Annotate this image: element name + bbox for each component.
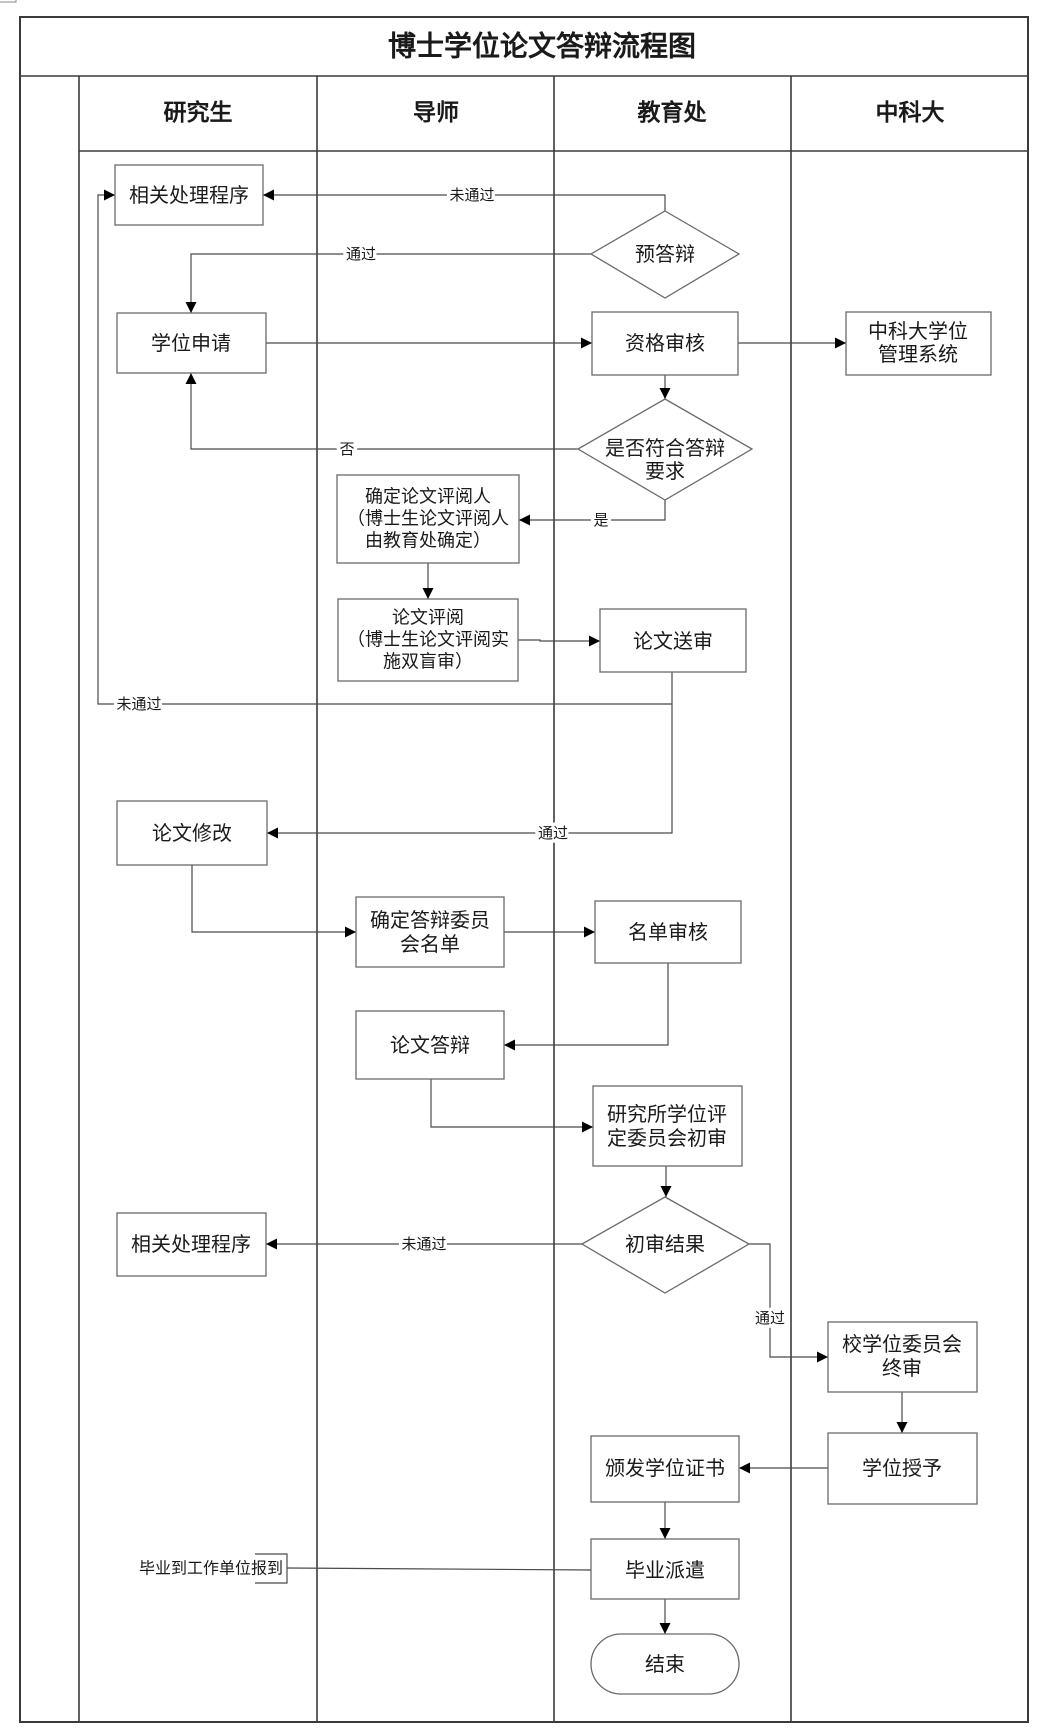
decision-preliminary-result <box>580 1196 751 1294</box>
edge-label-result-failed: 未通过 <box>401 1235 446 1253</box>
node-related-process-top <box>114 164 264 226</box>
corner-artifact <box>0 0 17 3</box>
annotation-bracket <box>255 1553 288 1584</box>
node-university-final-review <box>827 1321 978 1393</box>
node-text-degree-application: 学位申请 <box>151 331 231 355</box>
node-text-ucas-degree-system-line1: 中科大学位 <box>868 319 968 343</box>
edge-meets-requirements-no <box>185 373 578 450</box>
edge-list-review-to-thesis-defense <box>504 963 669 1051</box>
node-text-related-process-bottom: 相关处理程序 <box>131 1232 251 1256</box>
node-list-review <box>594 900 742 964</box>
node-text-degree-conferral: 学位授予 <box>862 1456 942 1480</box>
decision-text-pre-defense: 预答辩 <box>635 242 695 266</box>
edge-meets-requirements-yes <box>519 500 666 526</box>
lane-header-student: 研究生 <box>164 99 233 126</box>
edge-label-submission-failed: 未通过 <box>116 695 161 713</box>
node-committee-list <box>355 896 505 968</box>
node-text-ucas-degree-system-line2: 管理系统 <box>878 342 958 366</box>
node-institute-preliminary-review <box>592 1085 743 1167</box>
node-qualification-review <box>591 311 739 376</box>
edge-thesis-defense-to-institute-review <box>430 1079 593 1133</box>
node-thesis-revision <box>116 800 268 866</box>
node-text-list-review: 名单审核 <box>628 920 708 944</box>
node-text-graduation-dispatch: 毕业派遣 <box>625 1558 705 1582</box>
annotation-connector <box>286 1567 592 1571</box>
edge-pre-defense-to-related-process-top <box>263 189 666 211</box>
lane-header-education-office: 教育处 <box>638 99 707 126</box>
decision-text-preliminary-result: 初审结果 <box>625 1232 705 1256</box>
decision-pre-defense <box>589 210 741 299</box>
diagram-title: 博士学位论文答辩流程图 <box>388 30 696 63</box>
node-text-thesis-review-line3: 施双盲审） <box>383 652 473 673</box>
node-text-assign-reviewers-line1: 确定论文评阅人 <box>365 487 491 508</box>
lane-header-advisor: 导师 <box>413 100 459 126</box>
terminator-text-end: 结束 <box>645 1652 685 1676</box>
edge-revision-to-committee-list <box>191 865 356 938</box>
node-issue-certificate <box>590 1435 740 1503</box>
node-text-thesis-submission: 论文送审 <box>633 629 713 653</box>
node-assign-reviewers <box>336 474 520 564</box>
outer-frame <box>19 16 1029 1723</box>
annotation-text: 毕业到工作单位报到 <box>139 1559 283 1578</box>
node-related-process-bottom <box>116 1212 267 1277</box>
node-text-assign-reviewers-line3: 由教育处确定） <box>365 531 491 552</box>
node-degree-application <box>116 312 267 374</box>
edge-label-result-passed: 通过 <box>755 1309 785 1327</box>
edge-label-requirements-no: 否 <box>339 440 354 458</box>
node-text-thesis-defense: 论文答辩 <box>390 1033 470 1057</box>
decision-text-meets-requirements-line2: 要求 <box>645 459 685 483</box>
lane-header-ucas: 中科大 <box>876 100 945 126</box>
node-text-issue-certificate: 颁发学位证书 <box>605 1456 725 1480</box>
node-ucas-degree-system <box>845 311 992 376</box>
edge-label-requirements-yes: 是 <box>593 511 608 529</box>
node-graduation-dispatch <box>590 1538 740 1600</box>
edge-label-pre-defense-failed: 未通过 <box>449 186 494 204</box>
decision-meets-requirements <box>576 398 754 501</box>
edge-thesis-review-to-submission <box>518 635 600 647</box>
node-text-final-review-line1: 校学位委员会 <box>842 1332 962 1356</box>
edge-result-passed-to-final-review <box>749 1243 828 1363</box>
node-text-related-process-top: 相关处理程序 <box>129 183 249 207</box>
node-text-thesis-review-line1: 论文评阅 <box>392 608 464 629</box>
node-text-committee-list-line2: 会名单 <box>400 932 460 956</box>
terminator-end <box>590 1633 740 1695</box>
node-text-final-review-line2: 终审 <box>882 1356 922 1380</box>
node-text-thesis-review-line2: （博士生论文评阅实 <box>347 630 509 651</box>
node-text-qualification-review: 资格审核 <box>625 331 705 355</box>
node-text-institute-review-line1: 研究所学位评 <box>607 1102 727 1126</box>
node-thesis-review <box>337 598 519 682</box>
edge-label-pre-defense-passed: 通过 <box>346 245 376 263</box>
node-text-institute-review-line2: 定委员会初审 <box>607 1126 727 1150</box>
node-text-thesis-revision: 论文修改 <box>152 821 232 845</box>
node-degree-conferral <box>827 1432 978 1505</box>
node-text-committee-list-line1: 确定答辩委员 <box>370 908 490 932</box>
edge-pre-defense-to-degree-application <box>185 253 591 313</box>
edge-label-submission-passed: 通过 <box>538 824 568 842</box>
node-thesis-defense <box>355 1010 505 1080</box>
node-text-assign-reviewers-line2: （博士生论文评阅人 <box>347 509 509 530</box>
decision-text-meets-requirements-line1: 是否符合答辩 <box>605 436 725 460</box>
edge-submission-failed-loop <box>97 189 673 705</box>
edge-submission-passed-to-revision <box>267 704 673 839</box>
node-thesis-submission <box>599 608 747 673</box>
